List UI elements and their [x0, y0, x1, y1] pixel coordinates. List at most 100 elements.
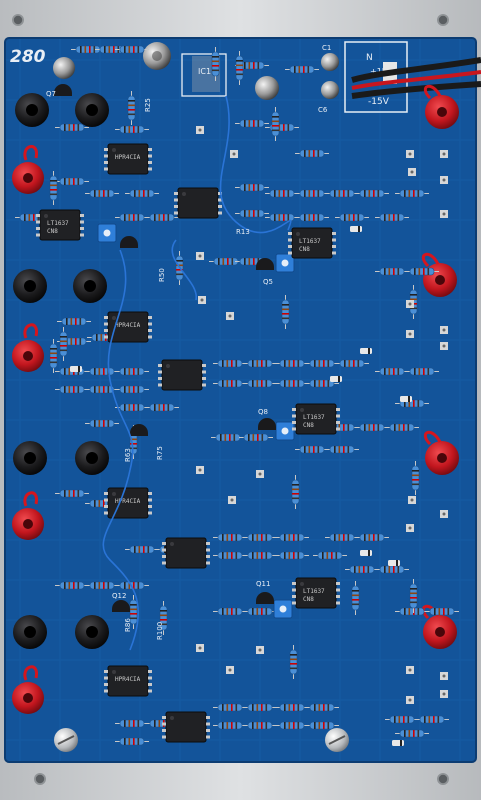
resistor: [57, 317, 91, 326]
test-pad: [406, 150, 414, 158]
test-pad: [440, 510, 448, 518]
trimmer: [275, 253, 295, 273]
resistor: [125, 189, 159, 198]
jack-red-r3: [423, 430, 459, 475]
ic-chip: [162, 711, 210, 743]
resistor: [271, 107, 280, 141]
label-q7: Q7: [46, 90, 56, 98]
resistor: [211, 47, 220, 81]
diode: [330, 376, 342, 382]
mounting-screws: [54, 728, 349, 752]
resistor: [305, 721, 339, 730]
ic-part-number: LT1637: [303, 414, 325, 421]
ic-chip: [162, 537, 210, 569]
jumper-wire: [219, 95, 292, 234]
resistor: [295, 445, 329, 454]
resistor: [85, 385, 119, 394]
diode: [350, 226, 362, 232]
test-pad: [228, 496, 236, 504]
resistor: [59, 327, 68, 361]
resistor: [375, 267, 409, 276]
jack-red-4: [12, 665, 44, 714]
resistor: [235, 183, 269, 192]
resistor: [125, 545, 159, 554]
power-header: N +15V -15V: [344, 41, 481, 113]
resistor: [145, 403, 179, 412]
resistor: [55, 385, 89, 394]
ic-part-number: HPR4CIA: [115, 498, 141, 505]
resistor: [85, 189, 119, 198]
resistor: [115, 125, 149, 134]
resistor: [351, 581, 360, 615]
resistor: [213, 721, 247, 730]
resistor: [115, 367, 149, 376]
resistor: [275, 721, 309, 730]
jack-black-4: [73, 269, 107, 303]
label-r13: R13: [236, 228, 250, 236]
resistor: [243, 721, 277, 730]
ic-chip: HPR4CIA: [104, 311, 152, 343]
transistor: [130, 424, 148, 436]
label-r75: R75: [156, 446, 164, 460]
resistor: [159, 601, 168, 635]
ic-chip: [174, 187, 222, 219]
resistor: [239, 433, 273, 442]
resistor: [213, 359, 247, 368]
resistor: [49, 339, 58, 373]
resistor: [355, 189, 389, 198]
label-r25: R25: [144, 98, 152, 112]
test-pad: [256, 646, 264, 654]
module-number: 280: [10, 47, 46, 67]
resistor: [235, 119, 269, 128]
label-minus15: -15V: [368, 97, 390, 107]
resistor: [115, 737, 149, 746]
resistor: [325, 189, 359, 198]
resistor: [395, 189, 429, 198]
resistor: [275, 379, 309, 388]
jack-black-5: [13, 441, 47, 475]
ic-part-suffix: CN8: [47, 228, 58, 235]
resistor: [115, 385, 149, 394]
test-pad: [408, 496, 416, 504]
label-r100: R100: [156, 622, 164, 640]
ic-part-number: LT1637: [299, 238, 321, 245]
transistor: [54, 84, 72, 96]
resistor: [385, 715, 419, 724]
resistor: [55, 581, 89, 590]
transistor: [120, 236, 138, 248]
ic-chip: [158, 359, 206, 391]
resistor: [209, 257, 243, 266]
jumper-wire: [102, 469, 140, 651]
test-pad: [406, 696, 414, 704]
test-pad: [196, 252, 204, 260]
resistor: [345, 565, 379, 574]
resistor: [281, 295, 290, 329]
resistor: [295, 213, 329, 222]
test-pad: [440, 210, 448, 218]
resistor: [213, 533, 247, 542]
resistor: [375, 367, 409, 376]
ic-part-number: LT1637: [47, 220, 69, 227]
trimmer: [275, 421, 295, 441]
resistor: [305, 359, 339, 368]
ic-part-suffix: CN8: [299, 246, 310, 253]
resistor: [305, 379, 339, 388]
transistor: [112, 600, 130, 612]
ic-part-number: LT1637: [303, 588, 325, 595]
resistor: [325, 445, 359, 454]
resistor: [265, 189, 299, 198]
transistor: [256, 592, 274, 604]
resistor: [145, 213, 179, 222]
resistor: [275, 359, 309, 368]
ic-chip: HPR4CIA: [104, 487, 152, 519]
diode: [360, 348, 372, 354]
resistor: [243, 379, 277, 388]
label-q11: Q11: [256, 580, 270, 588]
test-pad: [226, 666, 234, 674]
resistor: [305, 703, 339, 712]
ic-part-suffix: CN8: [303, 596, 314, 603]
resistor: [355, 533, 389, 542]
resistor: [213, 551, 247, 560]
ic-part-number: HPR4CIA: [115, 154, 141, 161]
